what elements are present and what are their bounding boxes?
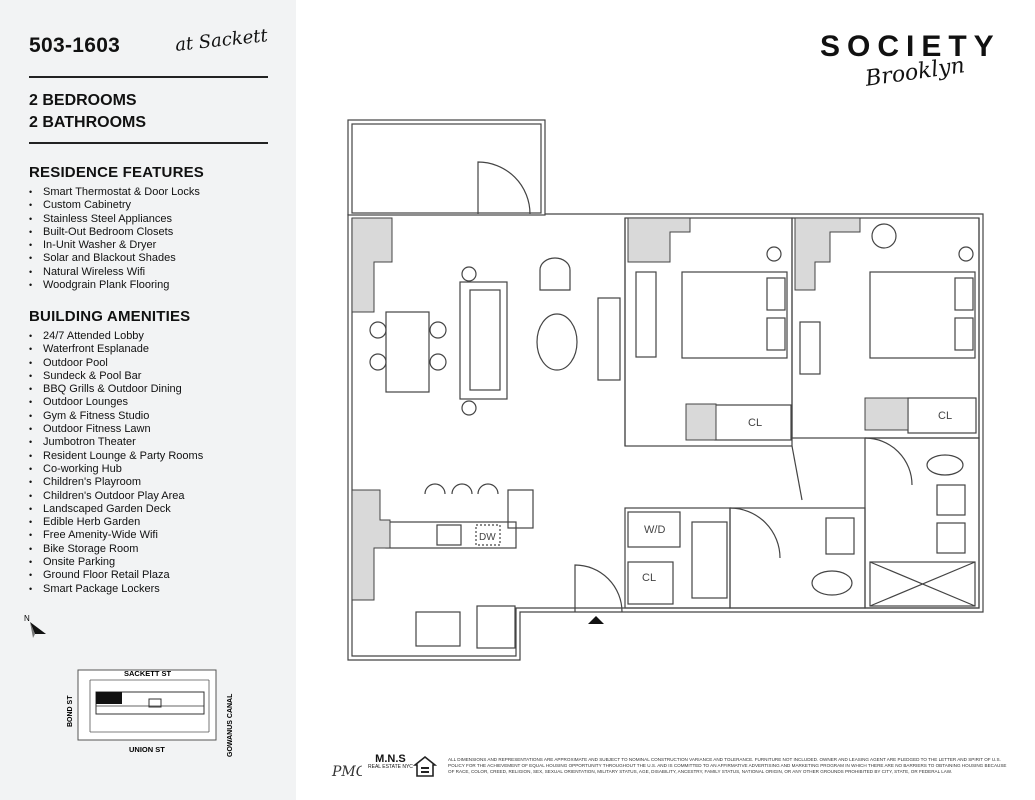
closet-label: CL (642, 572, 656, 584)
list-item: Edible Herb Garden (29, 516, 203, 529)
closet-label: CL (748, 417, 762, 429)
residence-features-title: RESIDENCE FEATURES (29, 164, 205, 181)
balcony (347, 119, 546, 216)
dishwasher-label: DW (479, 532, 496, 543)
union-st-label: UNION ST (129, 745, 165, 754)
list-item: Onsite Parking (29, 556, 203, 569)
list-item: Resident Lounge & Party Rooms (29, 450, 203, 463)
residence-features-list: Smart Thermostat & Door LocksCustom Cabi… (29, 186, 200, 292)
list-item: Custom Cabinetry (29, 199, 200, 212)
building-amenities-title: BUILDING AMENITIES (29, 308, 191, 325)
list-item: In-Unit Washer & Dryer (29, 239, 200, 252)
brand-logo: SOCIETY (820, 30, 1001, 63)
list-item: Smart Thermostat & Door Locks (29, 186, 200, 199)
pmg-logo: PMG (331, 764, 362, 780)
list-item: Smart Package Lockers (29, 583, 203, 596)
bond-st-label: BOND ST (67, 695, 74, 727)
list-item: Bike Storage Room (29, 543, 203, 556)
list-item: Jumbotron Theater (29, 436, 203, 449)
mns-name: M.N.S (375, 753, 406, 765)
list-item: Solar and Blackout Shades (29, 252, 200, 265)
list-item: Ground Floor Retail Plaza (29, 569, 203, 582)
list-item: Waterfront Esplanade (29, 343, 203, 356)
svg-text:PMG: PMG (331, 764, 362, 780)
mns-logo: M.N.S REAL ESTATE NYC (368, 753, 413, 771)
site-map: SACKETT ST UNION ST BOND ST GOWANUS CANA… (67, 669, 234, 757)
washer-dryer-label: W/D (644, 524, 665, 536)
equal-housing-icon (413, 755, 437, 777)
list-item: Sundeck & Pool Bar (29, 370, 203, 383)
list-item: BBQ Grills & Outdoor Dining (29, 383, 203, 396)
list-item: Natural Wireless Wifi (29, 266, 200, 279)
bedroom-count: 2 BEDROOMS (29, 92, 137, 109)
list-item: Outdoor Lounges (29, 396, 203, 409)
sackett-st-label: SACKETT ST (124, 669, 172, 678)
bathroom-count: 2 BATHROOMS (29, 114, 147, 131)
list-item: Built-Out Bedroom Closets (29, 226, 200, 239)
list-item: Woodgrain Plank Flooring (29, 279, 200, 292)
legal-disclaimer: All dimensions and representations are a… (448, 757, 1007, 774)
north-label: N (24, 614, 30, 623)
divider (29, 76, 268, 78)
bathroom-2-vanity (864, 437, 980, 609)
divider (29, 142, 268, 144)
list-item: Stainless Steel Appliances (29, 213, 200, 226)
closet-label: CL (938, 410, 952, 422)
unit-number: 503-1603 (29, 34, 121, 57)
unit-layout: 2 BEDROOMS 2 BATHROOMS (29, 90, 146, 134)
list-item: Outdoor Pool (29, 357, 203, 370)
list-item: Landscaped Garden Deck (29, 503, 203, 516)
list-item: Gym & Fitness Studio (29, 410, 203, 423)
mns-sub: REAL ESTATE NYC (368, 764, 413, 770)
bathroom-2 (729, 507, 866, 609)
building-amenities-list: 24/7 Attended LobbyWaterfront EsplanadeO… (29, 330, 203, 596)
list-item: Free Amenity-Wide Wifi (29, 529, 203, 542)
list-item: 24/7 Attended Lobby (29, 330, 203, 343)
list-item: Children's Playroom (29, 476, 203, 489)
list-item: Children's Outdoor Play Area (29, 490, 203, 503)
bathroom-1 (624, 507, 731, 609)
floor-plan: CL CL CL W/D DW (347, 119, 984, 661)
list-item: Outdoor Fitness Lawn (29, 423, 203, 436)
list-item: Co-working Hub (29, 463, 203, 476)
gowanus-canal-label: GOWANUS CANAL (227, 693, 234, 757)
north-arrow-icon: N (24, 614, 46, 638)
